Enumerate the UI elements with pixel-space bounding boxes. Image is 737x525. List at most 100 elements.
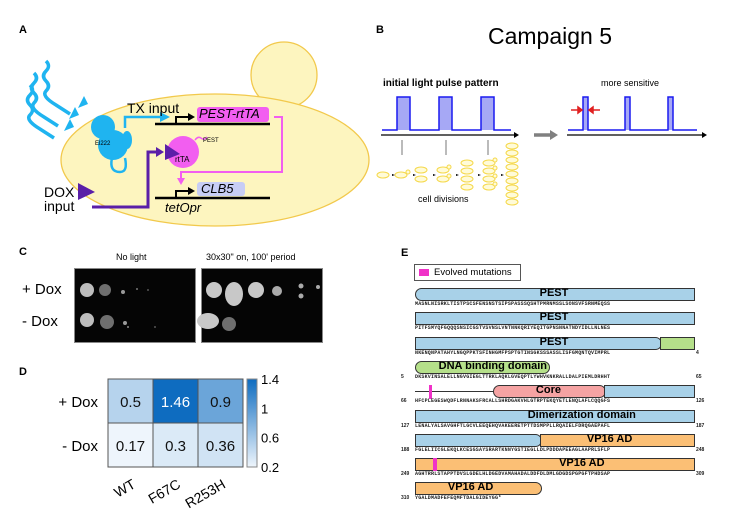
domain-segment (415, 409, 695, 423)
sequence-start-number: 127 (401, 422, 410, 429)
sensitive-pulse-train (568, 96, 697, 131)
sequence-start-number: 66 (401, 398, 407, 405)
el222-label: El222 (95, 141, 111, 147)
amino-acid-sequence: AGHTRRLSTAPPTDVSLGDELHLDGEDVAMAHADALDDFD… (415, 471, 611, 478)
colorbar-tick-label: 0.6 (261, 431, 279, 446)
amino-acid-sequence: YGALDMADFEFEQMFTDALGIDEYGG* (415, 495, 502, 502)
dox-input-icon (78, 183, 95, 200)
panel-a-letter: A (19, 24, 27, 36)
tx-input-label: TX input (127, 100, 180, 116)
panel-d-letter: D (19, 366, 27, 378)
sequence-start-number: 310 (401, 495, 410, 502)
colorbar-tick-label: 1 (261, 401, 268, 416)
sequence-end-number: 309 (696, 471, 705, 478)
heatmap-row-label: + Dox (58, 394, 98, 411)
yeast-cell (60, 93, 370, 227)
spot-dilution-no-light (80, 283, 156, 329)
sequence-start-number: 5 (401, 373, 404, 380)
domain-bar: Core (415, 384, 695, 400)
domain-bar: PEST (415, 336, 695, 350)
sequence-end-number: 65 (696, 373, 702, 380)
heatmap-value-label: 0.5 (120, 394, 141, 411)
domain-bar: VP16 AD (415, 481, 693, 496)
domain-label: VP16 AD (586, 432, 633, 445)
amino-acid-sequence: MASNLNISRKLTISTPSCSFENSNSTSIPSPASSSQSHTP… (415, 301, 611, 307)
domain-segment (415, 288, 695, 301)
mutation-marker-f67c (428, 385, 432, 400)
domain-bar: PEST (415, 287, 695, 301)
heatmap-cell (107, 378, 154, 424)
cell-divisions-label: cell divisions (418, 194, 469, 204)
heatmap-col-label: R253H (182, 476, 228, 512)
spot-dilution-light (197, 282, 320, 331)
sequence-row: 249 AGHTRRLSTAPPTDVSLGDELHLDGEDVAMAHADALD… (401, 471, 709, 478)
cell-division-icons (376, 142, 519, 206)
sequence-start-number: 249 (401, 471, 410, 478)
domain-label: Dimerization domain (527, 408, 636, 421)
light-pattern-header: 30x30" on, 100' period (206, 252, 296, 262)
sequence-row: 127 LENALYALSAVGHFTLGCVLEEQEHQVAKEERETPTT… (401, 423, 709, 430)
minus-dox-row-label: - Dox (22, 313, 58, 330)
heatmap-value-label: 0.9 (210, 394, 231, 411)
dox-input-line1: DOX (44, 184, 75, 200)
domain-label: PEST (539, 311, 569, 324)
linker-line (415, 391, 499, 393)
heatmap-cell (197, 422, 244, 468)
pest-tag-label: PEST (203, 138, 219, 144)
amino-acid-sequence: LENALYALSAVGHFTLGCVLEEQEHQVAKEERETPTTDSM… (415, 422, 611, 429)
panel-b-diagram (376, 96, 707, 206)
mutation-swatch-icon (419, 269, 429, 276)
evolved-mutations-legend: Evolved mutations (414, 264, 521, 281)
domain-label: VP16 AD (447, 481, 494, 494)
clb5-gene-label: CLB5 (201, 181, 234, 196)
heatmap-col-label: WT (111, 476, 138, 501)
sequence-end-number: 126 (696, 398, 705, 405)
heatmap-cell (152, 422, 199, 468)
sequence-row: 310 YGALDMADFEFEQMFTDALGIDEYGG* (401, 495, 709, 502)
domain-segment (415, 336, 662, 350)
amino-acid-sequence: NKENQNPATAHYLNGQPPKTSFINHGMFPSPTGTINSGKS… (415, 349, 611, 356)
colorbar-tick-label: 0.2 (261, 460, 279, 475)
domain-segment (415, 360, 551, 374)
panel-a-diagram (25, 41, 370, 227)
domain-segment (415, 482, 543, 496)
heatmap-col-label: F67C (145, 476, 183, 507)
domain-label: DNA binding domain (438, 359, 548, 372)
rtta-protein-label: rtTA (175, 155, 190, 164)
heatmap-value-label: 0.17 (116, 438, 145, 455)
domain-bar: VP16 AD (415, 457, 695, 472)
domain-bar: Dimerization domain (415, 408, 695, 423)
dox-input-label: DOX input (44, 185, 74, 213)
domain-label: VP16 AD (559, 457, 605, 470)
plus-dox-row-label: + Dox (22, 281, 62, 298)
pest-rtta-gene-label: PEST-rtTA (199, 106, 260, 121)
promoter-label: tetOpr (165, 200, 202, 215)
domain-bar: DNA binding domain (415, 359, 693, 374)
domain-bar: VP16 AD (415, 432, 695, 447)
sequence-end-number: 187 (696, 422, 705, 429)
panel-b-letter: B (376, 24, 384, 36)
panel-b-title: Campaign 5 (488, 23, 613, 49)
amino-acid-sequence: PITFSMYQFGQQQSNSICGSTVSVNSLVNTNNKQRIYEQI… (415, 325, 611, 332)
mutation-marker-r253h (433, 458, 438, 472)
amino-acid-sequence: DKSKVINSALELLNGVGIEGLTTRKLAQKLGVEQPTLYWH… (415, 373, 611, 380)
colorbar (246, 378, 258, 468)
sequence-row: MASNLNISRKLTISTPSCSFENSNSTSIPSPASSSQSHTP… (401, 301, 709, 308)
colorbar-tick-label: 1.4 (261, 372, 279, 387)
legend-label: Evolved mutations (434, 267, 512, 278)
dox-input-line2: input (44, 198, 75, 214)
narrowing-arrows-icon (571, 105, 600, 115)
more-sensitive-label: more sensitive (601, 78, 660, 88)
rttA-protein-icon (167, 136, 199, 168)
initial-pulse-train (382, 96, 511, 131)
light-wave-icon (25, 59, 71, 140)
sequence-start-number: 188 (401, 446, 410, 453)
sequence-row: PITFSMYQFGQQQSNSICGSTVSVNSLVNTNNKQRIYEQI… (401, 325, 709, 332)
domain-segment (415, 433, 543, 447)
sequence-end-number: 4 (696, 349, 699, 356)
heatmap-value-label: 0.3 (165, 438, 186, 455)
domain-bar: PEST (415, 311, 695, 326)
